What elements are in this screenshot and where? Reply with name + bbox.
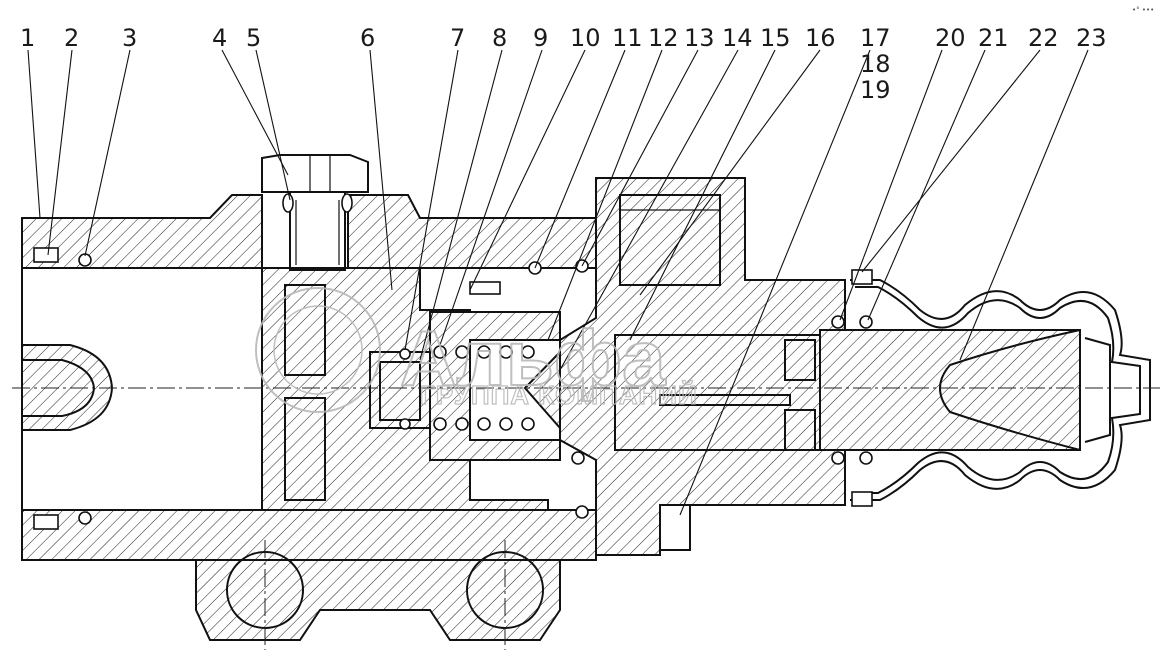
outlet-fitting [659, 504, 691, 551]
callout-10: 10 [570, 24, 601, 52]
watermark-logo: Альфа [400, 314, 666, 402]
watermark-ring-icon [255, 287, 381, 413]
callout-21: 21 [978, 24, 1009, 52]
callout-6: 6 [360, 24, 375, 52]
callout-14: 14 [722, 24, 753, 52]
reservoir-port [619, 194, 721, 286]
callout-7: 7 [450, 24, 465, 52]
callout-3: 3 [122, 24, 137, 52]
callout-16: 16 [805, 24, 836, 52]
callout-1: 1 [20, 24, 35, 52]
compression-spring-left [433, 345, 535, 431]
housing-top-boss [347, 194, 597, 269]
callout-5: 5 [246, 24, 261, 52]
callout-2: 2 [64, 24, 79, 52]
pushrod [819, 329, 1081, 451]
callout-labels: 1 2 3 4 5 6 7 8 9 10 11 12 13 14 15 16 1… [20, 24, 1107, 104]
callout-23: 23 [1076, 24, 1107, 52]
callout-22: 22 [1028, 24, 1059, 52]
callout-12: 12 [648, 24, 679, 52]
bleed-screw-head [261, 154, 369, 193]
callout-9: 9 [533, 24, 548, 52]
callout-11: 11 [612, 24, 643, 52]
callout-19: 19 [860, 76, 891, 104]
callout-18: 18 [860, 50, 891, 78]
watermark: Альфа ГРУППА КОМПАНИЙ [255, 287, 698, 413]
callout-4: 4 [212, 24, 227, 52]
corner-mark: •° ••• [1132, 6, 1154, 14]
o-ring-seal [33, 247, 873, 530]
callout-15: 15 [760, 24, 791, 52]
rubber-boot [850, 279, 1151, 501]
leader-lines [27, 49, 1089, 516]
callout-20: 20 [935, 24, 966, 52]
callout-13: 13 [684, 24, 715, 52]
watermark-caption: ГРУППА КОМПАНИЙ [420, 380, 698, 410]
piston-body [261, 267, 549, 511]
callout-8: 8 [492, 24, 507, 52]
callout-17: 17 [860, 24, 891, 52]
